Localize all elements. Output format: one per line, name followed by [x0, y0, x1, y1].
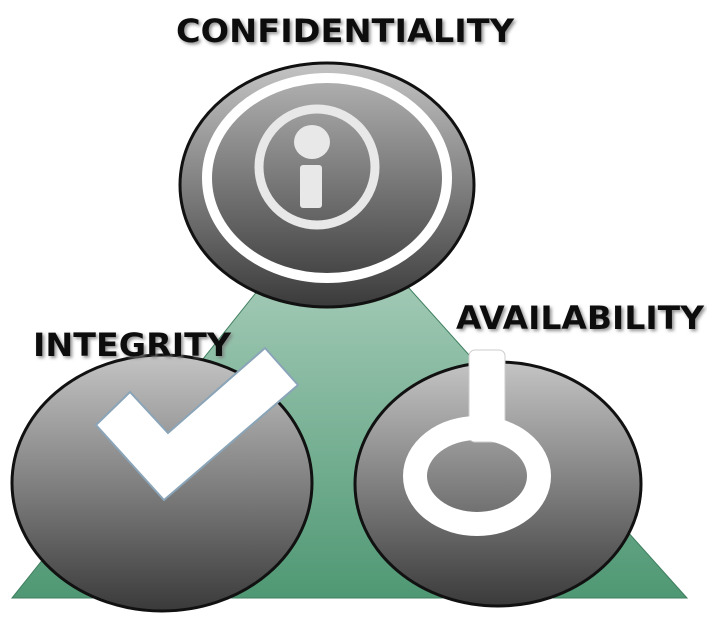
- info-icon: [254, 104, 380, 230]
- confidentiality-inner-ring: [202, 73, 452, 283]
- confidentiality-label: CONFIDENTIALITY: [176, 12, 515, 50]
- confidentiality-node: [178, 61, 476, 309]
- power-icon: [403, 349, 551, 536]
- availability-node: [353, 349, 643, 608]
- integrity-node: [10, 346, 314, 613]
- checkmark-icon: [94, 346, 300, 502]
- availability-label: AVAILABILITY: [456, 299, 705, 337]
- integrity-label: INTEGRITY: [33, 326, 232, 364]
